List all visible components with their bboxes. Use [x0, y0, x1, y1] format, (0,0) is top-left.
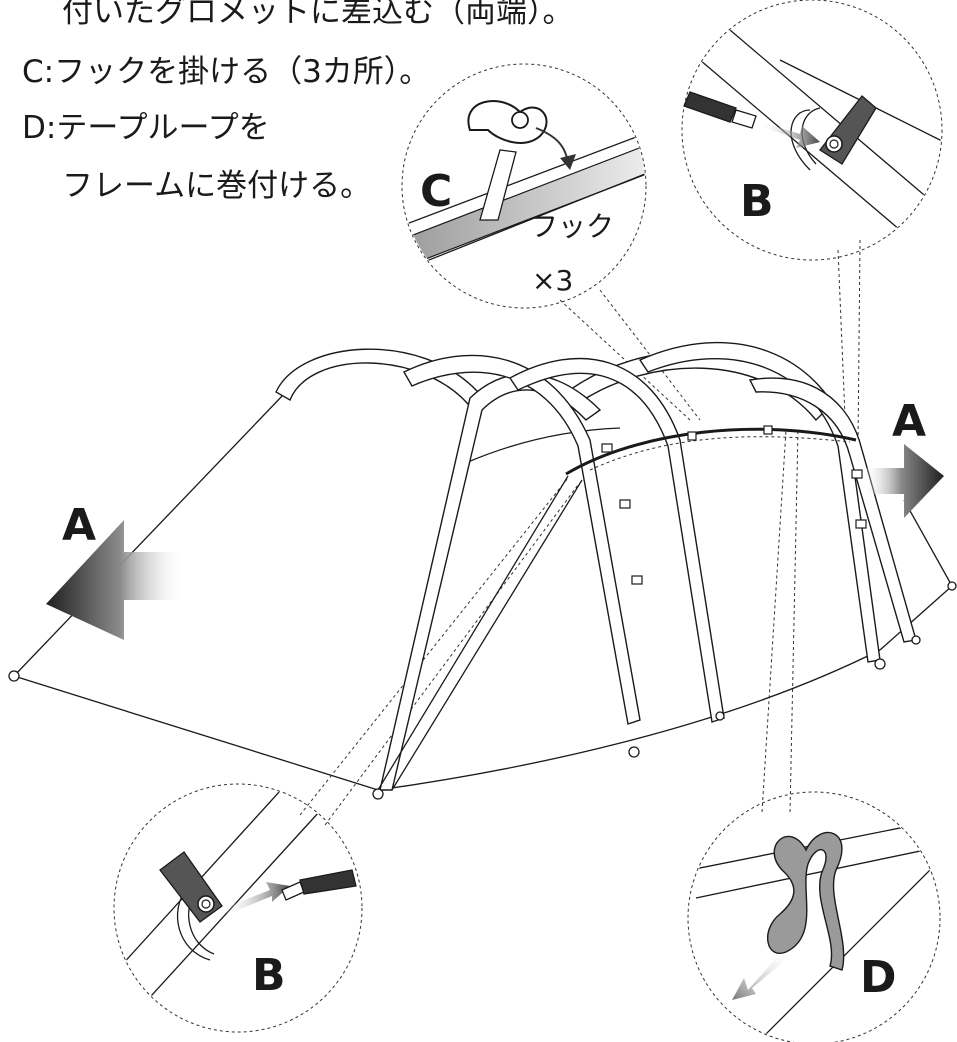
- instruction-text: 付いたグロメットに差込む（両端）。 C:フックを掛ける（3カ所）。 D:テープル…: [22, 0, 574, 204]
- arrow-left-icon: [46, 520, 180, 640]
- grommet-icon: [819, 95, 877, 165]
- callout-d: D: [687, 791, 941, 1042]
- ground-pegs: [8, 581, 957, 800]
- instruction-line-3: D:テープループを: [22, 110, 270, 146]
- tent: [8, 341, 957, 800]
- callout-c: C フック ×3: [401, 63, 647, 309]
- label-a-left: A: [62, 500, 96, 551]
- label-c: C: [420, 166, 452, 217]
- tape-loop-icon: [766, 831, 845, 971]
- pole-clips: [601, 425, 867, 585]
- hook-icon: [467, 100, 548, 144]
- grommet-icon-2: [159, 851, 223, 923]
- label-a-right: A: [892, 396, 926, 447]
- callout-connectors: [299, 239, 861, 826]
- label-b-bottom: B: [252, 950, 286, 1001]
- instruction-line-1: 付いたグロメットに差込む（両端）。: [62, 0, 574, 30]
- hook-count-label: ×3: [532, 264, 573, 297]
- hook-label: フック: [530, 210, 614, 243]
- instruction-line-2: C:フックを掛ける（3カ所）。: [22, 54, 430, 90]
- arrow-right-icon: [866, 444, 944, 518]
- label-b-top: B: [740, 176, 774, 227]
- instruction-line-4: フレームに巻付ける。: [62, 168, 371, 204]
- callout-b-top: B: [681, 0, 943, 261]
- callout-b-bottom: B: [113, 783, 363, 1033]
- label-d: D: [860, 952, 897, 1003]
